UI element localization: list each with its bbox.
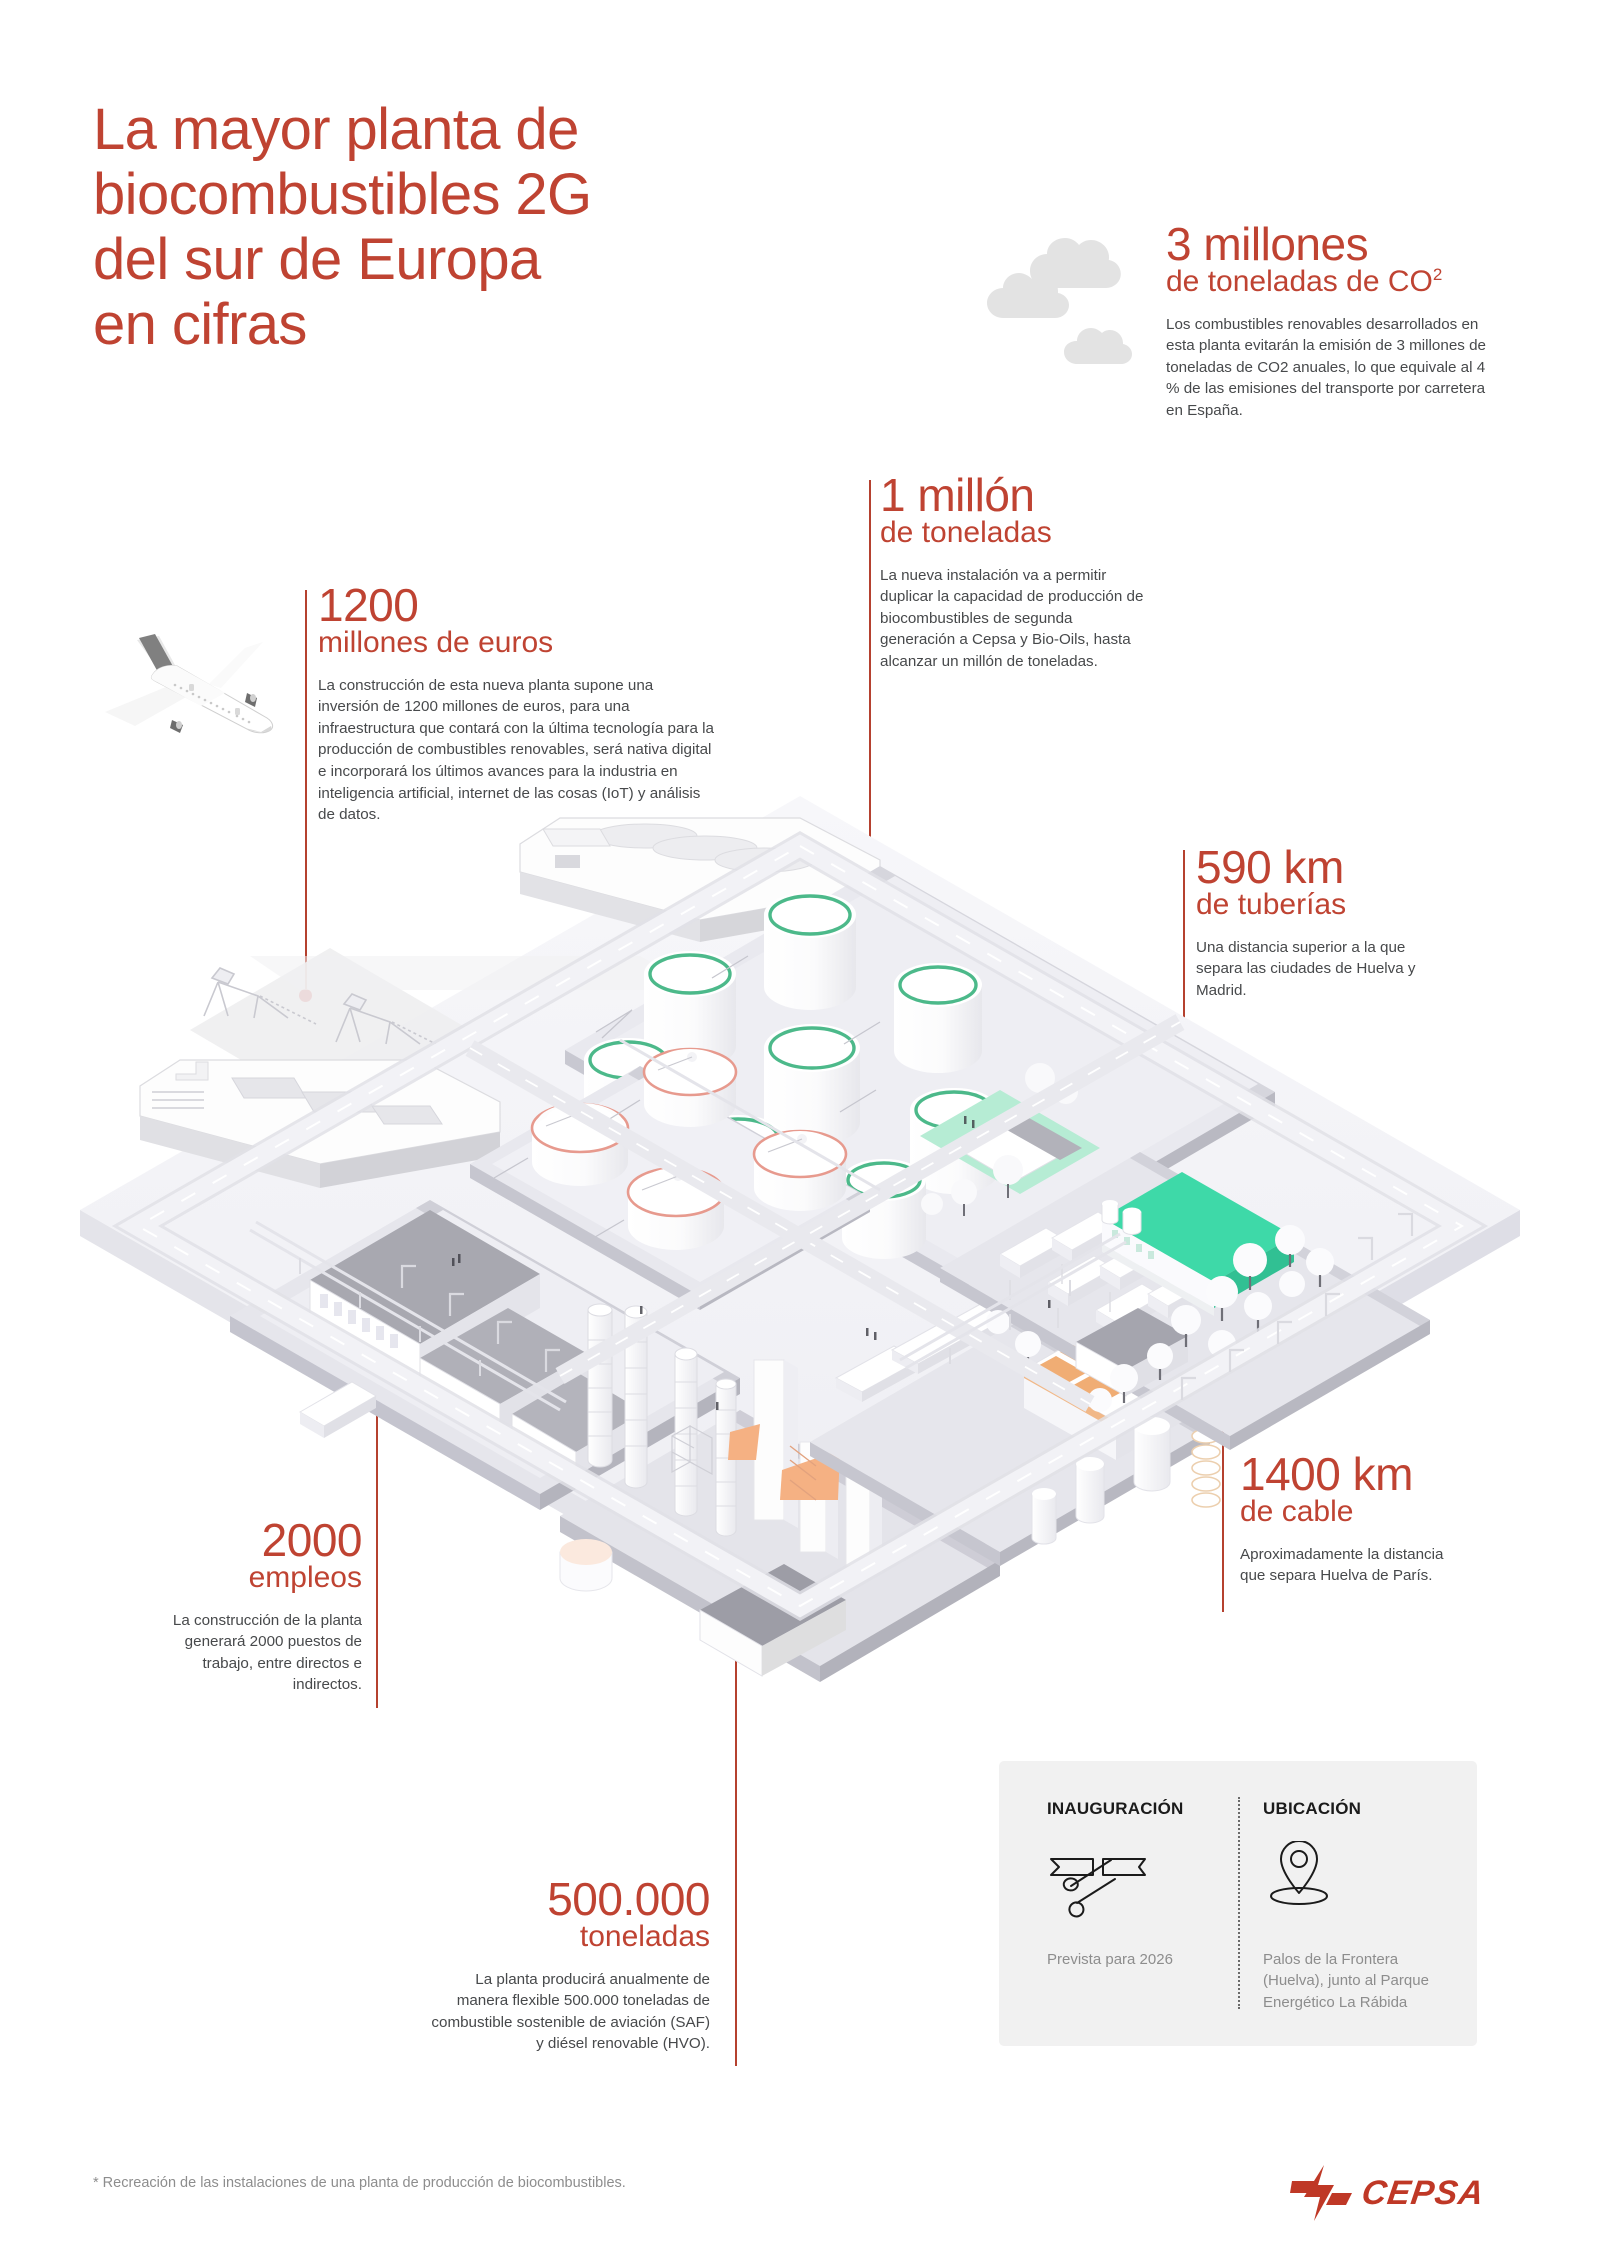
cepsa-logo: CEPSA [1290, 2163, 1487, 2223]
map-pin-icon [1270, 1840, 1328, 1905]
ribbon-scissors-icon [1050, 1858, 1146, 1918]
stat-tuberias-body: Una distancia superior a la que separa l… [1196, 938, 1416, 999]
street-lamps [400, 1212, 1414, 1400]
infobox-ubicacion: UBICACIÓN Palos de la Frontera (Huelva),… [1263, 1799, 1453, 2013]
infobox-inauguracion: INAUGURACIÓN Prevista para 2026 [1047, 1799, 1227, 1970]
silos [1031, 1417, 1221, 1545]
footnote: * Recreación de las instalaciones de una… [93, 2175, 626, 2191]
road-tanker-truck [299, 1381, 377, 1438]
stat-co2-subtitle-text: de toneladas de CO [1166, 265, 1433, 299]
dome-tank-block [470, 1047, 870, 1310]
stat-millon-toneladas-number: 1 millón [880, 469, 1035, 521]
port-cranes [203, 967, 449, 1051]
stat-inversion-number: 1200 [318, 579, 419, 631]
infobox-ubicacion-text: Palos de la Frontera (Huelva), junto al … [1263, 1951, 1429, 2011]
page-title-line-4: en cifras [93, 291, 307, 357]
stat-co2: 3 millones de toneladas de CO2 Los combu… [1166, 218, 1501, 422]
leader-line-millon-toneladas [869, 480, 871, 1014]
stat-millon-toneladas: 1 millón de toneladas La nueva instalaci… [880, 469, 1150, 673]
stat-co2-number: 3 millones [1166, 218, 1369, 270]
page-title: La mayor planta de biocombustibles 2G de… [93, 97, 793, 358]
leader-line-inversion [305, 590, 307, 995]
stat-empleos-body: La construcción de la planta generará 20… [172, 1611, 362, 1694]
dome-tanks [530, 1047, 848, 1250]
stat-produccion-body: La planta producirá anualmente de manera… [431, 1970, 710, 2053]
stat-cable-body: Aproximadamente la distancia que separa … [1240, 1545, 1444, 1585]
cepsa-bolt-icon [1290, 2165, 1352, 2221]
stat-empleos: 2000 empleos La construcción de la plant… [130, 1514, 363, 1696]
stat-millon-toneladas-subtitle: de toneladas [880, 516, 1052, 550]
stat-tuberias: 590 km de tuberías Una distancia superio… [1196, 841, 1446, 1001]
plant-roads [111, 831, 1489, 1621]
infobox-inauguracion-heading: INAUGURACIÓN [1047, 1799, 1184, 1818]
infobox-divider [1238, 1797, 1240, 2009]
infobox-inauguracion-text: Prevista para 2026 [1047, 1951, 1173, 1968]
stat-inversion-subtitle: millones de euros [318, 626, 554, 660]
leader-line-empleos [376, 1258, 378, 1708]
stat-millon-toneladas-body: La nueva instalación va a permitir dupli… [880, 566, 1144, 670]
stat-empleos-subtitle: empleos [248, 1561, 362, 1595]
summary-info-box: INAUGURACIÓN Prevista para 2026 UBICACIÓ… [999, 1761, 1477, 2046]
stat-cable-number: 1400 km [1240, 1448, 1413, 1500]
page-title-line-3: del sur de Europa [93, 226, 541, 292]
cepsa-logo-text: CEPSA [1359, 2173, 1487, 2212]
page-title-line-1: La mayor planta de [93, 97, 579, 162]
clouds-icon [987, 238, 1132, 364]
isometric-plant-illustration [80, 796, 1520, 1682]
stat-empleos-number: 2000 [261, 1514, 363, 1566]
stat-produccion: 500.000 toneladas La planta producirá an… [420, 1873, 710, 2055]
airplane-icon [105, 634, 274, 734]
stat-co2-body: Los combustibles renovables desarrollado… [1166, 315, 1486, 419]
leader-line-tuberias [1183, 850, 1185, 1050]
stat-cable-subtitle: de cable [1240, 1495, 1354, 1529]
stat-inversion: 1200 millones de euros La construcción d… [318, 579, 718, 826]
stat-tuberias-number: 590 km [1196, 841, 1344, 893]
page-title-line-2: biocombustibles 2G [93, 161, 592, 227]
leader-line-cable [1222, 1310, 1224, 1612]
stat-inversion-body: La construcción de esta nueva planta sup… [318, 676, 714, 824]
stat-tuberias-subtitle: de tuberías [1196, 888, 1347, 922]
stat-produccion-subtitle: toneladas [579, 1920, 710, 1954]
stat-co2-subtitle: de toneladas de CO2 [1166, 266, 1501, 298]
infobox-ubicacion-heading: UBICACIÓN [1263, 1799, 1362, 1818]
pipe-racks [249, 1038, 1127, 1412]
dome-tank-ladders [493, 1099, 641, 1241]
stat-produccion-number: 500.000 [547, 1873, 710, 1925]
worker-figures [452, 1116, 1051, 1410]
stat-co2-superscript: 2 [1432, 265, 1443, 285]
leader-line-produccion [735, 1486, 737, 2066]
stat-cable: 1400 km de cable Aproximadamente la dist… [1240, 1448, 1480, 1587]
tank-farm-block [565, 866, 1275, 1290]
